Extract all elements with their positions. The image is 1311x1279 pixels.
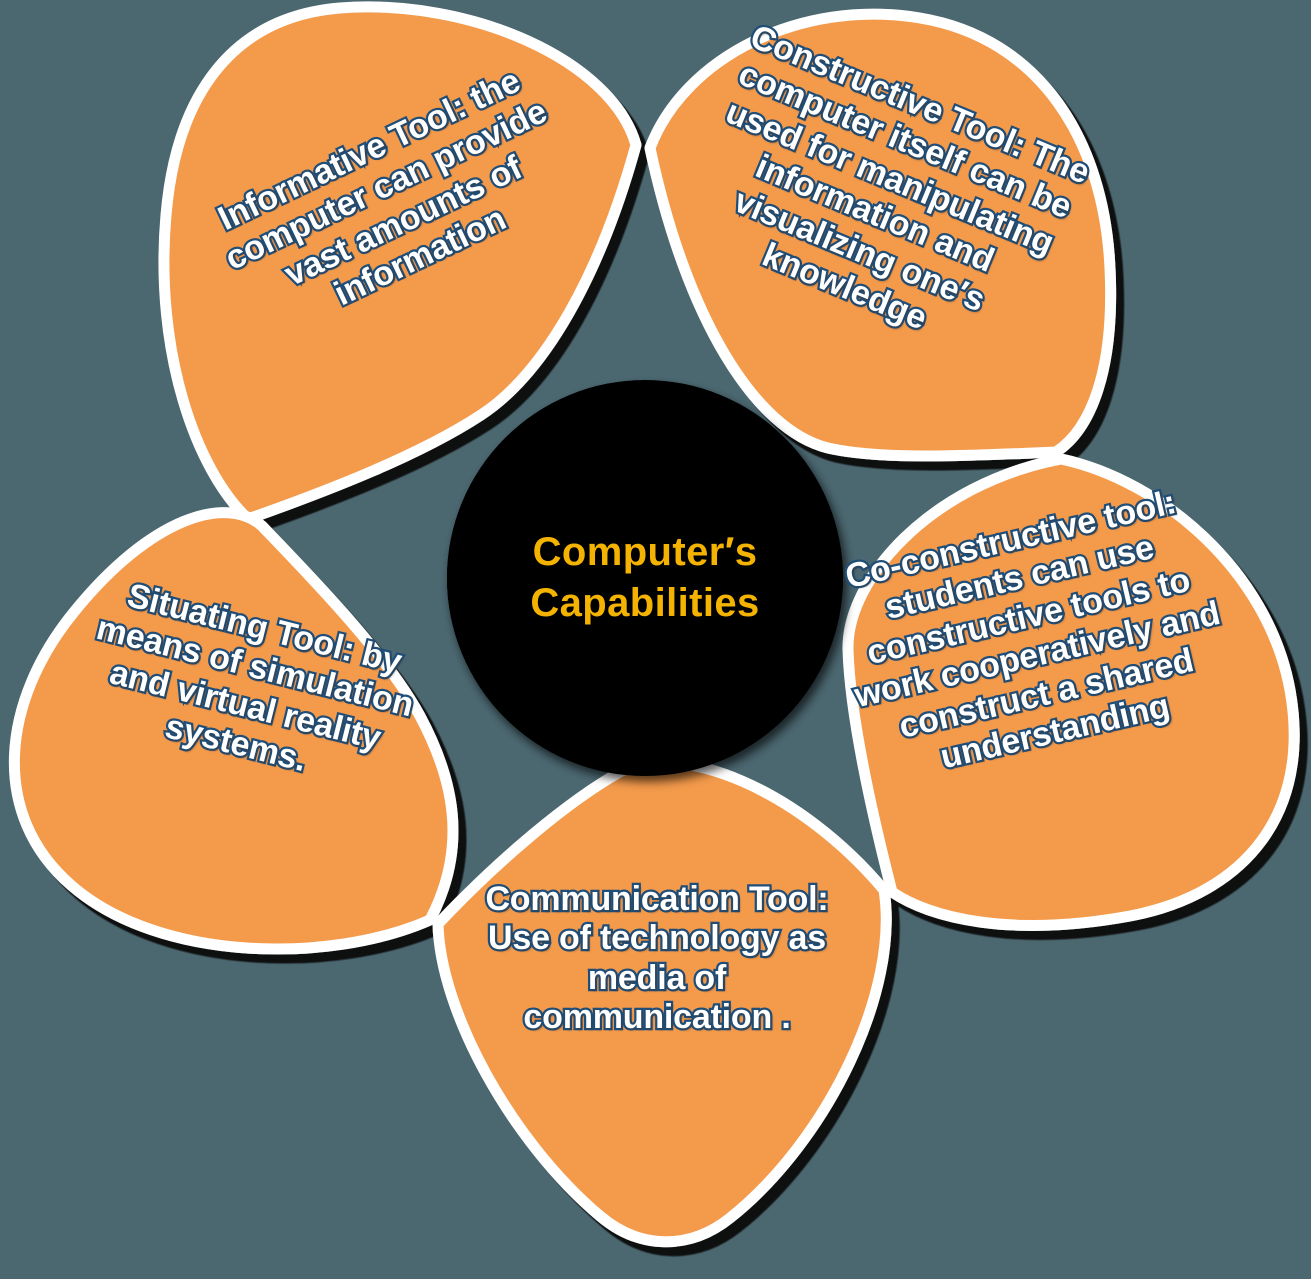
petal-shape-informative[interactable]: [158, 1, 642, 525]
petal-shape-coconstructive[interactable]: [842, 453, 1300, 931]
petal-shape-communication[interactable]: [432, 756, 892, 1248]
center-label: Computer′s Capabilities: [530, 529, 760, 625]
center-node[interactable]: Computer′s Capabilities: [447, 381, 843, 775]
petal-shape-situating[interactable]: [8, 507, 459, 955]
petal-shape-constructive[interactable]: [644, 8, 1117, 462]
